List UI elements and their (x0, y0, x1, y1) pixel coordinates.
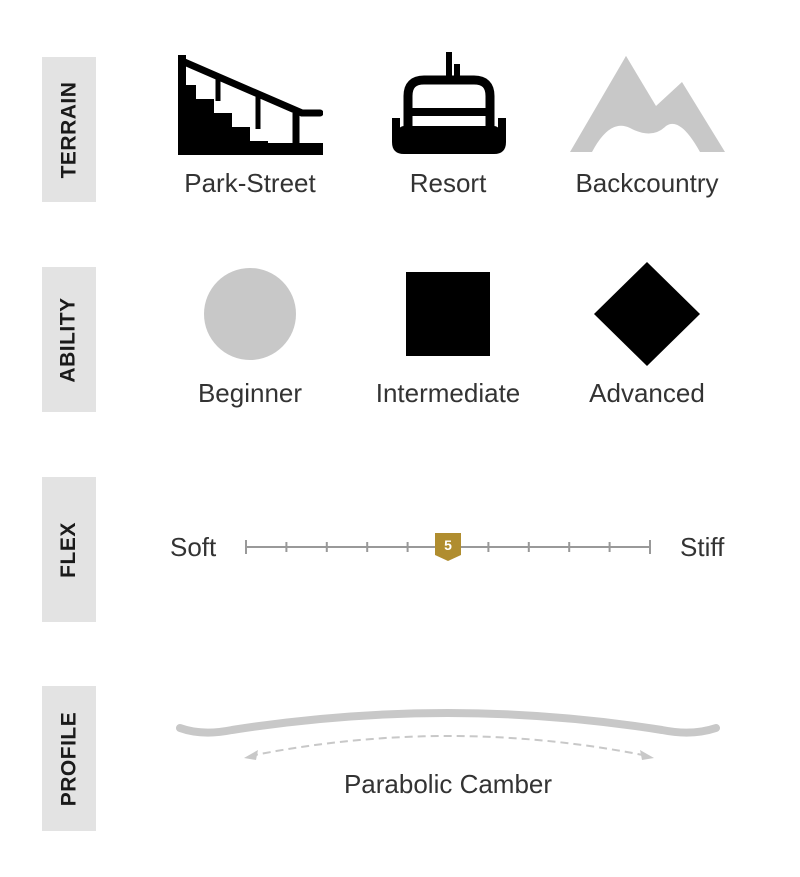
profile-label: Parabolic Camber (343, 769, 553, 799)
terrain-label: Park-Street (184, 168, 316, 198)
mountain-icon (570, 56, 725, 152)
camber-profile-icon (176, 709, 720, 760)
ability-label: Advanced (589, 378, 705, 408)
ability-label: Beginner (197, 378, 303, 408)
chairlift-icon (392, 52, 506, 154)
flex-max-label: Stiff (680, 532, 725, 562)
terrain-label: Backcountry (575, 168, 719, 198)
section-title: FLEX (57, 521, 81, 578)
terrain-label: Resort (409, 168, 487, 198)
flex-value-badge (435, 533, 461, 561)
green-circle-icon (204, 268, 296, 360)
section-tab-ability: ABILITY (42, 267, 96, 412)
stairs-rail-icon (178, 55, 323, 155)
ability-label: Intermediate (375, 378, 521, 408)
section-title: ABILITY (57, 296, 81, 383)
flex-value-text: 5 (444, 537, 452, 553)
section-title: TERRAIN (57, 81, 80, 178)
section-tab-flex: FLEX (42, 477, 96, 622)
section-tab-terrain: TERRAIN (42, 57, 96, 202)
section-title: PROFILE (57, 711, 81, 806)
black-diamond-icon (594, 262, 700, 366)
blue-square-icon (406, 272, 490, 356)
flex-min-label: Soft (170, 532, 217, 562)
section-tab-profile: PROFILE (42, 686, 96, 831)
flex-scale (245, 533, 651, 561)
